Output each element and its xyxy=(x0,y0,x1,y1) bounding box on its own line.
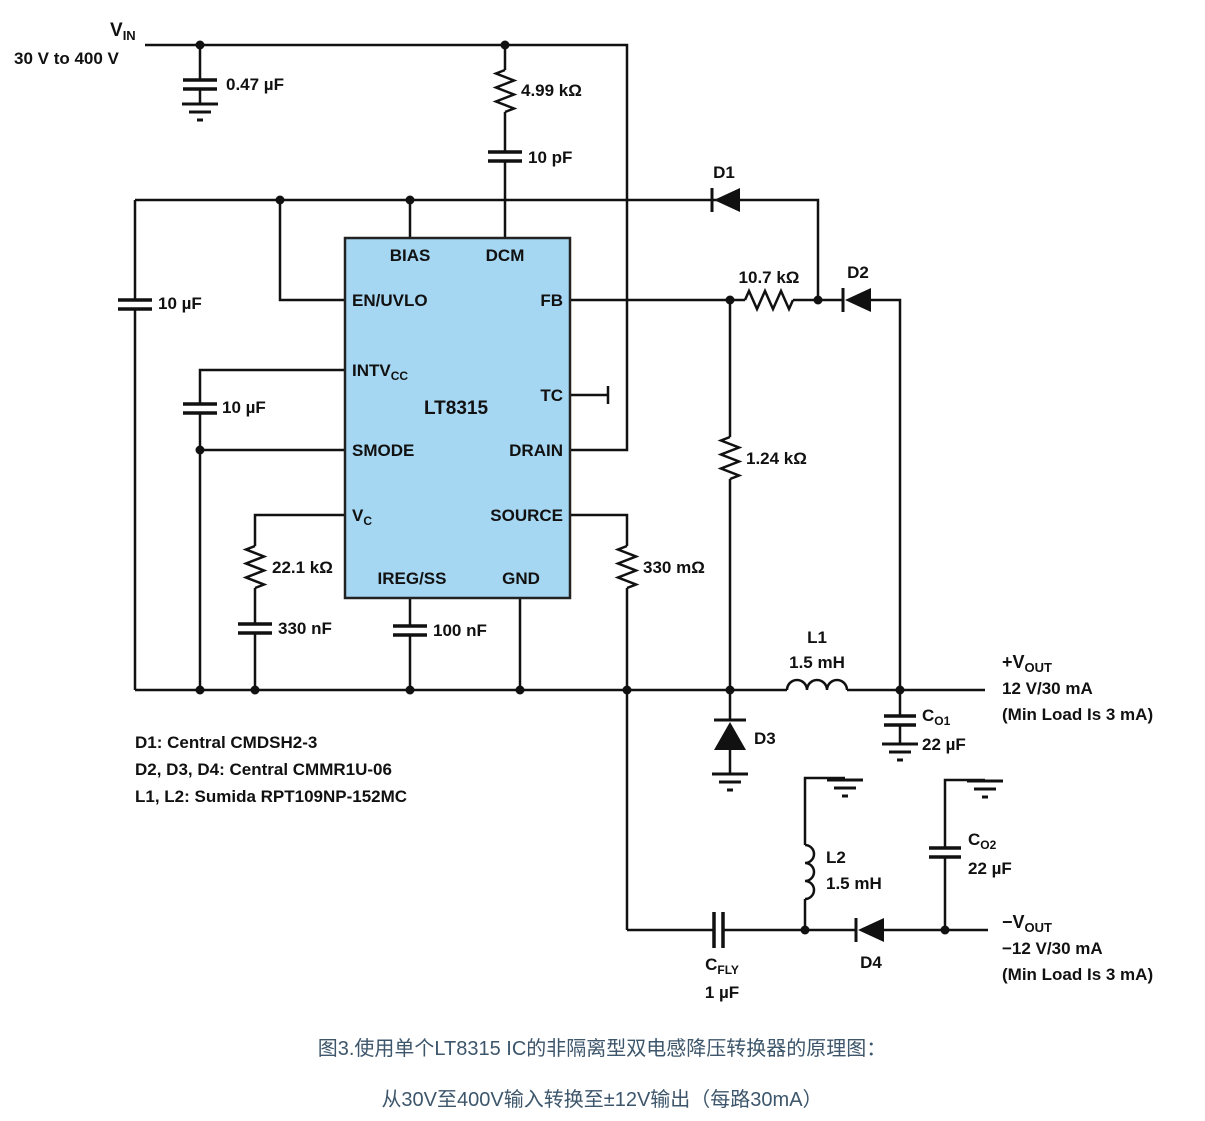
diode-d4-name: D4 xyxy=(860,953,882,972)
input-cap-0p47uf: 0.47 µF xyxy=(183,75,284,94)
pin-gnd: GND xyxy=(502,569,540,588)
vout-neg-spec: −12 V/30 mA xyxy=(1002,939,1103,958)
caption-line-2: 从30V至400V输入转换至±12V输出（每路30mA） xyxy=(381,1088,822,1111)
pin-dcm: DCM xyxy=(486,246,525,265)
wire-l2-branch xyxy=(803,776,845,930)
ground-co2 xyxy=(967,779,1003,799)
cap-10uf-en-value: 10 µF xyxy=(158,294,202,313)
wire-tc-stub xyxy=(570,386,610,404)
cap-10pf: 10 pF xyxy=(488,148,572,167)
input-cap-value: 0.47 µF xyxy=(226,75,284,94)
note-d1: D1: Central CMDSH2-3 xyxy=(135,733,317,752)
note-l1-l2: L1, L2: Sumida RPT109NP-152MC xyxy=(135,787,407,806)
wire-co2-branch xyxy=(943,778,985,930)
pin-drain: DRAIN xyxy=(509,441,563,460)
vin-label: VIN xyxy=(110,20,136,43)
cap-co2: CO2 22 µF xyxy=(929,830,1012,878)
ground-co1 xyxy=(882,742,918,762)
cap-100nf-value: 100 nF xyxy=(433,621,487,640)
cap-co1-name: CO1 xyxy=(922,706,951,728)
pin-vc: VC xyxy=(352,506,372,528)
inductor-l1-value: 1.5 mH xyxy=(789,653,845,672)
cap-10uf-intvcc: 10 µF xyxy=(183,398,266,417)
pin-fb: FB xyxy=(540,291,563,310)
diode-d1: D1 xyxy=(710,163,740,212)
vin-range-label: 30 V to 400 V xyxy=(14,49,120,68)
figure-caption: 图3.使用单个LT8315 IC的非隔离型双电感降压转换器的原理图： 从30V至… xyxy=(318,1037,887,1111)
vout-pos-minload: (Min Load Is 3 mA) xyxy=(1002,705,1153,724)
wire-source-chain xyxy=(570,513,629,930)
pin-tc: TC xyxy=(540,386,563,405)
diode-d4: D4 xyxy=(854,918,884,972)
cap-cfly: CFLY 1 µF xyxy=(705,912,739,1002)
resistor-22p1k-value: 22.1 kΩ xyxy=(272,558,333,577)
cap-10uf-en: 10 µF xyxy=(118,294,202,313)
output-positive: +VOUT 12 V/30 mA (Min Load Is 3 mA) xyxy=(1002,652,1153,724)
cap-10pf-value: 10 pF xyxy=(528,148,572,167)
junction-dots xyxy=(195,40,950,935)
ic-lt8315: LT8315 BIAS DCM EN/UVLO INTVCC SMODE VC … xyxy=(343,236,572,600)
cap-co2-name: CO2 xyxy=(968,830,997,852)
cap-cfly-value: 1 µF xyxy=(705,983,739,1002)
vout-pos-spec: 12 V/30 mA xyxy=(1002,679,1093,698)
cap-10uf-intvcc-value: 10 µF xyxy=(222,398,266,417)
inductor-l2: L2 1.5 mH xyxy=(804,843,882,901)
cap-cfly-name: CFLY xyxy=(705,955,739,977)
cap-100nf: 100 nF xyxy=(393,621,487,640)
inductor-l2-name: L2 xyxy=(826,848,846,867)
resistor-1p24k-value: 1.24 kΩ xyxy=(746,449,807,468)
pin-intvcc: INTVCC xyxy=(352,361,408,383)
vout-pos-label: +VOUT xyxy=(1002,652,1052,675)
ic-part-number: LT8315 xyxy=(424,398,489,419)
output-negative: −VOUT −12 V/30 mA (Min Load Is 3 mA) xyxy=(1002,912,1153,984)
component-notes: D1: Central CMDSH2-3 D2, D3, D4: Central… xyxy=(135,733,407,806)
wire-vc-chain xyxy=(253,513,345,690)
cap-330nf-value: 330 nF xyxy=(278,619,332,638)
wire-intvcc-chain xyxy=(198,368,345,690)
pin-smode: SMODE xyxy=(352,441,414,460)
pin-bias: BIAS xyxy=(390,246,431,265)
resistor-330mohm-value: 330 mΩ xyxy=(643,558,705,577)
ground-input xyxy=(182,102,218,122)
diode-d1-name: D1 xyxy=(713,163,735,182)
diode-d3: D3 xyxy=(714,718,776,750)
wire-fb-chain xyxy=(570,298,902,690)
inductor-l1: L1 1.5 mH xyxy=(785,628,849,691)
resistor-4p99k-value: 4.99 kΩ xyxy=(521,81,582,100)
resistor-4p99k: 4.99 kΩ xyxy=(492,68,582,114)
ic-body xyxy=(343,236,572,600)
cap-330nf: 330 nF xyxy=(238,619,332,638)
diode-d3-name: D3 xyxy=(754,729,776,748)
cap-co1: CO1 22 µF xyxy=(884,706,966,754)
cap-co2-value: 22 µF xyxy=(968,859,1012,878)
resistor-1p24k: 1.24 kΩ xyxy=(717,435,807,481)
resistor-10p7k: 10.7 kΩ xyxy=(739,268,800,313)
ground-d3 xyxy=(712,772,748,792)
resistor-22p1k: 22.1 kΩ xyxy=(242,544,333,590)
vout-neg-minload: (Min Load Is 3 mA) xyxy=(1002,965,1153,984)
wire-en-uvlo xyxy=(278,200,345,302)
diode-d2-name: D2 xyxy=(847,263,869,282)
inductor-l1-name: L1 xyxy=(807,628,827,647)
pin-en-uvlo: EN/UVLO xyxy=(352,291,428,310)
resistor-10p7k-value: 10.7 kΩ xyxy=(739,268,800,287)
note-d2-d3-d4: D2, D3, D4: Central CMMR1U-06 xyxy=(135,760,392,779)
resistor-330mohm: 330 mΩ xyxy=(614,544,705,590)
wire-bias-rail xyxy=(135,198,820,300)
caption-line-1: 图3.使用单个LT8315 IC的非隔离型双电感降压转换器的原理图： xyxy=(318,1037,887,1060)
cap-co1-value: 22 µF xyxy=(922,735,966,754)
vout-neg-label: −VOUT xyxy=(1002,912,1052,935)
pin-source: SOURCE xyxy=(490,506,563,525)
ground-l2 xyxy=(827,778,863,798)
wire-vin-to-drain xyxy=(145,43,629,452)
diode-d2: D2 xyxy=(841,263,871,312)
vin-label-group: VIN 30 V to 400 V xyxy=(14,20,136,68)
pin-ireg-ss: IREG/SS xyxy=(378,569,447,588)
inductor-l2-value: 1.5 mH xyxy=(826,874,882,893)
